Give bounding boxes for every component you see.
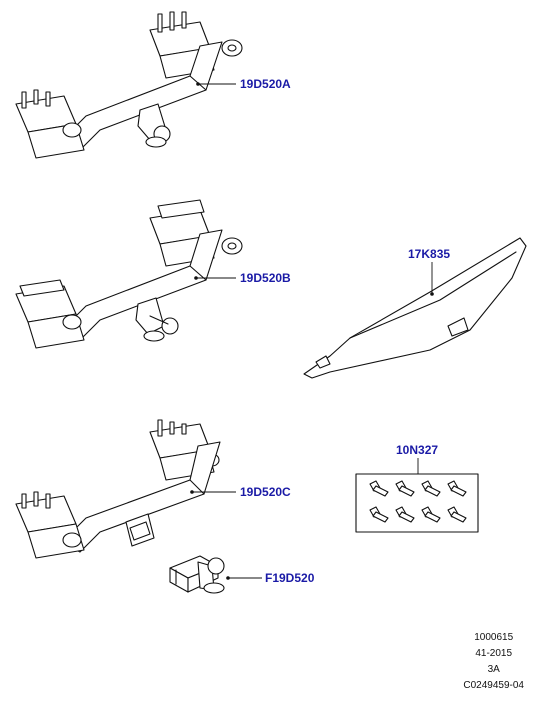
bolt-kit-box — [355, 458, 479, 533]
callout-tow-bar-a: 19D520A — [240, 77, 291, 91]
footer-line-1: 1000615 — [474, 632, 514, 643]
footer-line-2: 41-2015 — [475, 648, 513, 659]
callout-bolt-kit: 10N327 — [396, 443, 439, 457]
footer-line-4: C0249459-04 — [463, 680, 524, 691]
bolt-set — [369, 480, 467, 523]
bumper-cover-panel — [303, 237, 527, 379]
tow-ball-mount — [169, 555, 262, 594]
tow-bar-assembly-c — [15, 419, 236, 559]
callout-bumper-cover: 17K835 — [408, 247, 451, 261]
footer-line-3: 3A — [487, 664, 500, 675]
reference-footer: 1000615 41-2015 3A C0249459-04 — [463, 632, 524, 692]
callout-tow-bar-c: 19D520C — [240, 485, 291, 499]
tow-bar-assembly-a — [15, 11, 243, 159]
callout-tow-bar-b: 19D520B — [240, 271, 291, 285]
tow-bar-assembly-b — [15, 199, 243, 349]
callout-tow-ball: F19D520 — [265, 571, 315, 585]
